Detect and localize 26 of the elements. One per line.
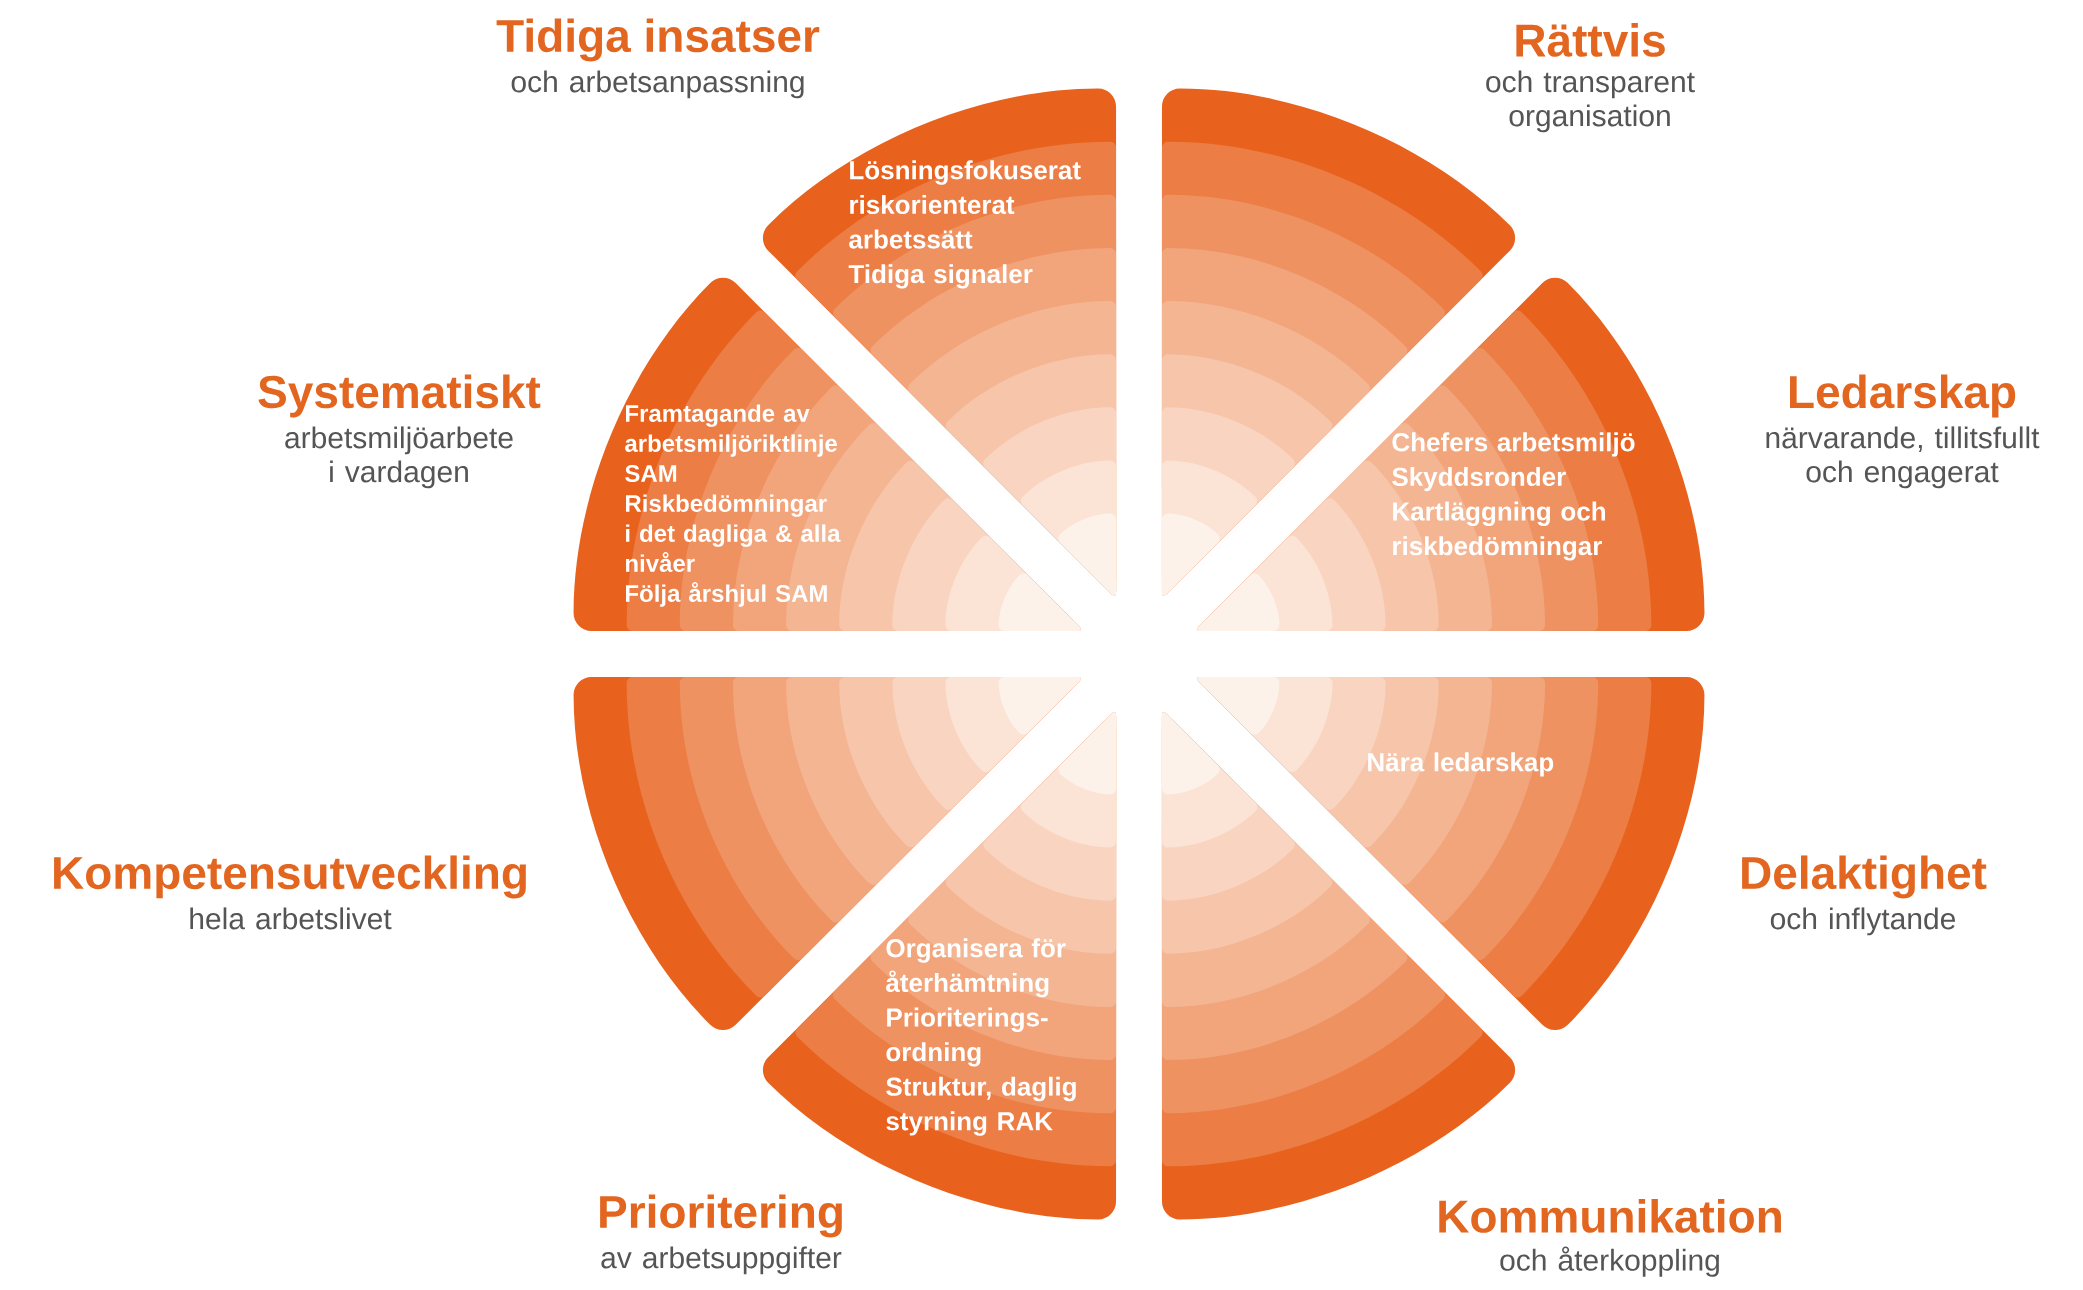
segment-text: Organisera för återhämtning Prioriterings-ordning Struktur, daglig styrning RAK — [886, 938, 1076, 1136]
segment-subtitle: hela arbetslivet — [190, 907, 392, 930]
segment-subtitle: och inflytande — [1770, 907, 1955, 936]
segment-subtitle: och arbetsanpassning — [511, 70, 804, 99]
segment-subtitle: av arbetsuppgifter — [601, 1246, 842, 1275]
segment-subtitle: arbetsmiljöarbete i vardagen — [285, 426, 513, 489]
segment-text: Framtagande av arbetsmiljöriktlinje SAM Riskbedömningar i det dagliga & alla nivåer Följa årshjul SAM — [625, 404, 841, 607]
segment-subtitle: närvarande, tillitsfullt och engagerat — [1766, 426, 2040, 489]
node-label: Riskbedömningar i det dagliga & alla nivåer — [625, 494, 841, 572]
wheel-segment — [1197, 277, 1705, 631]
segment-heading: Delaktighet — [1742, 855, 1987, 899]
segment-heading: Tidiga insatser — [496, 18, 820, 62]
segment-heading: Ledarskap — [1790, 374, 2016, 418]
segment-text: Nära ledarskap — [1368, 752, 1554, 777]
node-label: Följa årshjul SAM — [626, 582, 827, 607]
segment-text: Lösningsfokuserat riskorienterat arbetssätt Tidiga signaler — [848, 160, 1081, 289]
segment-heading: Kompetensutveckling — [54, 855, 526, 899]
node-label: Framtagande av arbetsmiljöriktlinje — [625, 404, 837, 457]
segment-subtitle: och återkoppling — [1500, 1246, 1719, 1277]
segment-subtitle: och transparent organisation — [1486, 70, 1695, 133]
segment-text: Chefers arbetsmiljö Skyddsronder Kartläggning och riskbedömningar — [1392, 432, 1635, 561]
segment-heading: Rättvis — [1516, 23, 1665, 57]
segment-heading: Prioritering — [600, 1194, 842, 1238]
segment-heading: Kommunikation — [1439, 1199, 1781, 1233]
node-label: SAM — [625, 465, 677, 482]
segment-heading: Systematiskt — [258, 374, 541, 418]
